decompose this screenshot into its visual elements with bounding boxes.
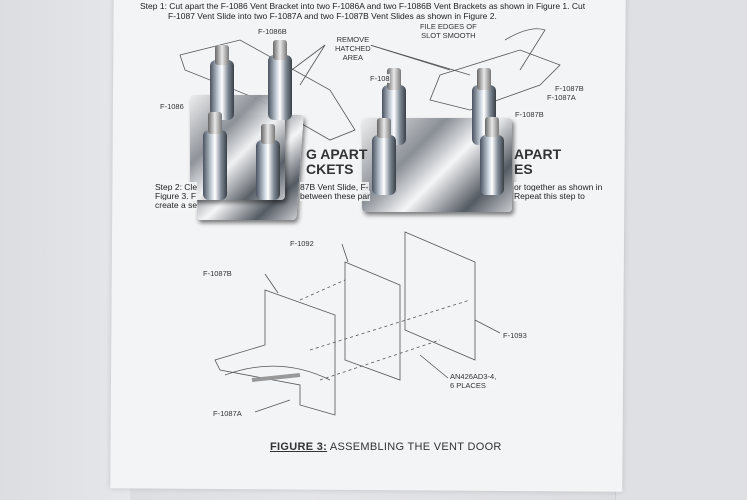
label-f1087a-fig3: F-1087A [213, 409, 242, 418]
label-f1087b-fig3: F-1087B [203, 269, 232, 278]
step2-text: Figure 3. F [155, 191, 197, 201]
label-f1087a: F-1087A [547, 93, 576, 102]
label-f1087b: F-1087B [555, 84, 584, 93]
figure2-heading: APART ES [514, 146, 562, 177]
label-an426: AN426AD3-4, 6 PLACES [450, 372, 497, 390]
background-page-left [0, 0, 130, 500]
figure1-heading: G APART CKETS [306, 146, 368, 177]
label-f1086b: F-1086B [258, 27, 287, 36]
label-f1086-left: F-1086 [160, 102, 184, 111]
step2-text: 87B Vent Slide, F- [300, 182, 369, 192]
caption-number: FIGURE 3: [270, 441, 328, 453]
label-remove-hatched: REMOVE HATCHED AREA [335, 35, 371, 62]
step1-text: Step 1: Cut apart the F-1086 Vent Bracke… [140, 1, 586, 11]
step2-text: Step 2: Cle [155, 182, 198, 192]
caption-text: ASSEMBLING THE VENT DOOR [327, 441, 502, 453]
label-f1087b-2: F-1087B [515, 110, 544, 119]
figure3-caption: FIGURE 3: ASSEMBLING THE VENT DOOR [270, 441, 502, 453]
label-f1092: F-1092 [290, 239, 314, 248]
step2-text: between these par [300, 191, 370, 201]
background-page-right [615, 0, 747, 500]
label-f1093: F-1093 [503, 331, 527, 340]
step2-text: or together as shown in [514, 182, 603, 192]
label-file-edges: FILE EDGES OF SLOT SMOOTH [420, 22, 477, 40]
step2-text: create a se [155, 200, 198, 210]
label-f1086-partial: F-108 [370, 74, 390, 83]
step1-text: F-1087 Vent Slide into two F-1087A and t… [168, 11, 497, 21]
step2-text: Repeat this step to [514, 191, 585, 201]
